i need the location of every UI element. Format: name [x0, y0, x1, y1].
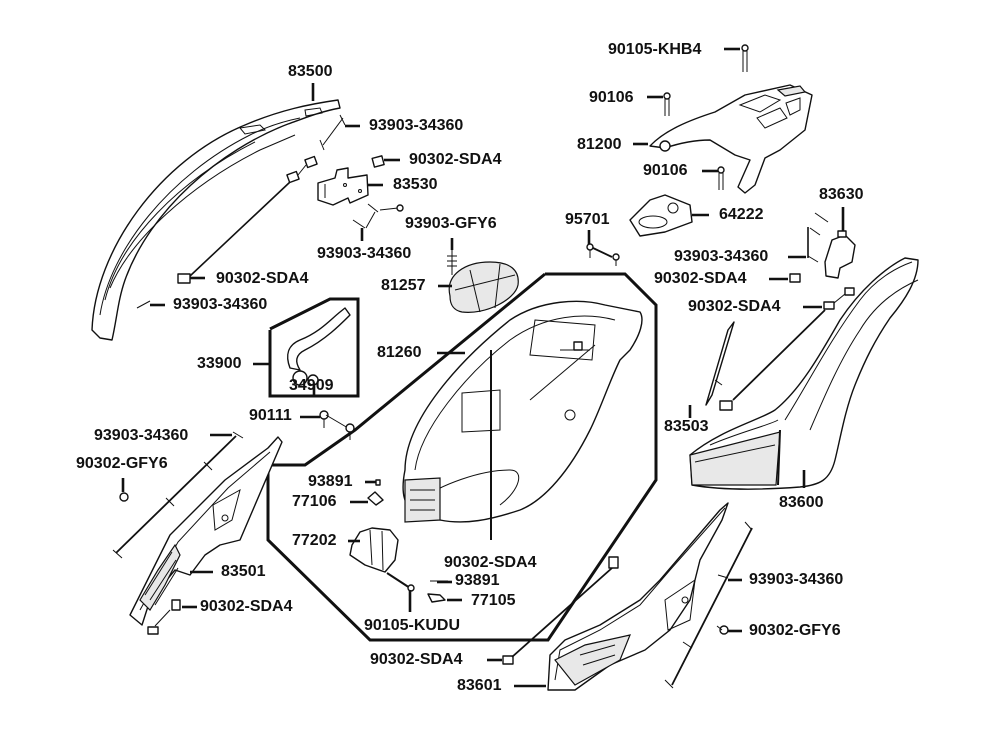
bolts-90111	[300, 410, 355, 440]
part-93891-b	[430, 580, 452, 584]
part-77106	[350, 491, 384, 506]
screws-93903-34360-d	[112, 431, 244, 559]
label-81200: 81200	[577, 136, 622, 153]
label-90302-sda4-e: 90302-SDA4	[654, 270, 747, 287]
part-83500-side-cover-left	[91, 99, 341, 341]
part-81257-cover	[438, 261, 519, 313]
label-83630: 83630	[819, 186, 864, 203]
screw-90302-gfy6-b	[716, 625, 742, 635]
bolt-90105-khb4	[724, 44, 749, 72]
label-90302-gfy6-a: 90302-GFY6	[76, 455, 168, 472]
part-81260-luggage-box	[402, 300, 643, 540]
label-77105: 77105	[471, 592, 516, 609]
label-90302-sda4-a: 90302-SDA4	[409, 151, 502, 168]
part-64222-holder	[629, 194, 709, 237]
bolt-90106-a	[647, 92, 671, 116]
screw-93903-gfy6	[447, 238, 457, 275]
label-93891-b: 93891	[455, 572, 500, 589]
label-90302-sda4-d: 90302-SDA4	[444, 554, 537, 571]
label-93903-34360-b: 93903-34360	[317, 245, 412, 262]
label-90302-sda4-g: 90302-SDA4	[370, 651, 463, 668]
part-83530-bracket	[317, 167, 383, 206]
label-83500: 83500	[288, 63, 333, 80]
label-93903-34360-c: 93903-34360	[173, 296, 268, 313]
label-90302-sda4-b: 90302-SDA4	[216, 270, 309, 287]
label-81257: 81257	[381, 277, 426, 294]
label-93903-34360-a: 93903-34360	[369, 117, 464, 134]
part-83600-side-cover-right	[689, 257, 919, 490]
part-83630-bracket	[824, 207, 856, 279]
label-93903-34360-e: 93903-34360	[674, 248, 769, 265]
label-90106-a: 90106	[589, 89, 634, 106]
group-box-33900	[253, 297, 360, 398]
clip-90302-sda4-g	[487, 556, 619, 665]
label-83600: 83600	[779, 494, 824, 511]
label-90105-khb4: 90105-KHB4	[608, 41, 702, 58]
bolts-95701	[586, 230, 620, 266]
label-83601: 83601	[457, 677, 502, 694]
label-95701: 95701	[565, 211, 610, 228]
label-90105-kudu: 90105-KUDU	[364, 617, 461, 634]
label-90106-b: 90106	[643, 162, 688, 179]
label-90302-gfy6-b: 90302-GFY6	[749, 622, 841, 639]
label-93891-a: 93891	[308, 473, 353, 490]
label-90111: 90111	[249, 407, 292, 424]
part-93891-a	[365, 479, 381, 486]
label-77202: 77202	[292, 532, 337, 549]
label-93903-34360-f: 93903-34360	[749, 571, 844, 588]
label-81260: 81260	[377, 344, 422, 361]
screws-93903-34360-f	[664, 521, 753, 689]
screw-93903-34360-a	[319, 114, 360, 151]
label-93903-34360-d: 93903-34360	[94, 427, 189, 444]
part-83501-lower-cover-left	[129, 436, 283, 626]
label-83530: 83530	[393, 176, 438, 193]
screws-93903-34360-e	[788, 212, 829, 263]
label-77106: 77106	[292, 493, 337, 510]
part-81200-rear-carrier	[633, 84, 813, 194]
label-33900: 33900	[197, 355, 242, 372]
label-83503: 83503	[664, 418, 709, 435]
group-box-81260	[266, 272, 658, 642]
clips-90302-sda4-c	[147, 599, 197, 635]
bolt-90106-b	[702, 166, 725, 190]
label-90302-sda4-f: 90302-SDA4	[688, 298, 781, 315]
label-90302-sda4-c: 90302-SDA4	[200, 598, 293, 615]
clip-90302-sda4-e	[769, 273, 801, 283]
clips-90302-sda4-f	[719, 287, 855, 411]
part-83601-lower-cover-right	[514, 502, 729, 691]
label-93903-gfy6: 93903-GFY6	[405, 215, 497, 232]
label-64222: 64222	[719, 206, 764, 223]
screw-90302-gfy6-a	[119, 478, 129, 502]
label-83501: 83501	[221, 563, 266, 580]
label-34909: 34909	[289, 377, 334, 394]
bolt-90105-kudu	[386, 572, 415, 612]
clip-90302-sda4-a	[371, 155, 400, 168]
clip-90302-sda4-pair-a	[177, 155, 318, 284]
screw-93903-34360-c	[136, 300, 165, 309]
screws-93903-34360-b	[352, 203, 404, 241]
part-83503-rod	[688, 321, 735, 418]
part-77105	[427, 593, 462, 603]
part-77202-bracket	[348, 527, 399, 573]
